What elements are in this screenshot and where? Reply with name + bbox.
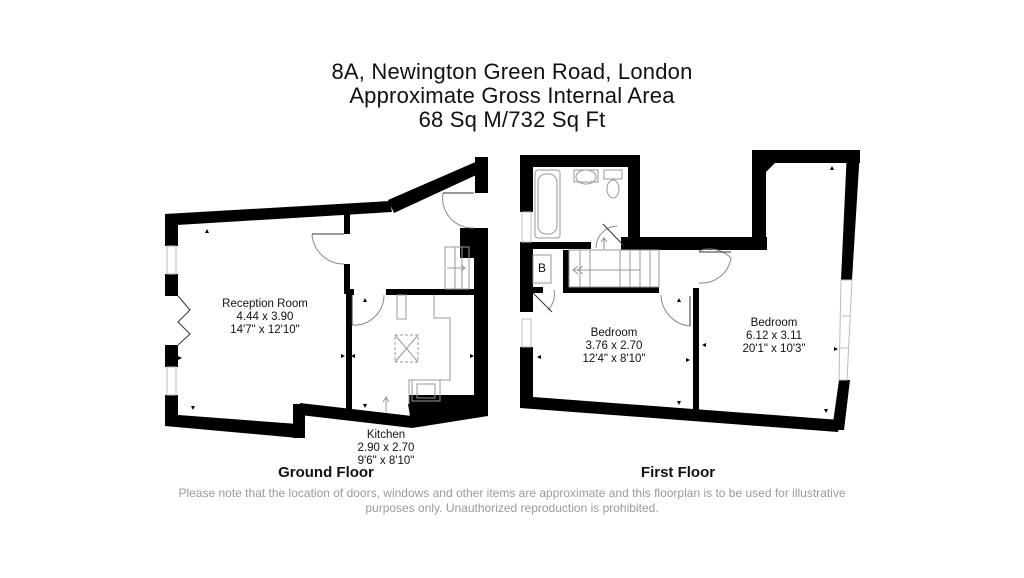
- room-imperial: 14'7" x 12'10": [230, 324, 300, 336]
- first-floor-walls: [520, 150, 860, 432]
- boiler-label: B: [537, 261, 546, 275]
- title-block: 8A, Newington Green Road, London Approxi…: [0, 60, 1024, 132]
- disclaimer: Please note that the location of doors, …: [0, 486, 1024, 516]
- first-floor-measure-markers: [537, 166, 838, 413]
- room-metric: 4.44 x 3.90: [236, 311, 294, 323]
- disclaimer-line-2: purposes only. Unauthorized reproduction…: [365, 501, 659, 515]
- ground-floor-measure-markers: [178, 229, 474, 410]
- french-doors-icon: [177, 295, 191, 346]
- room-imperial: 12'4" x 8'10": [582, 353, 646, 365]
- floor-label-first: First Floor: [640, 464, 716, 481]
- room-metric: 2.90 x 2.70: [357, 442, 415, 454]
- room-imperial: 9'6" x 8'10": [357, 455, 415, 467]
- room-label-bedroom-2: Bedroom 6.12 x 3.11 20'1" x 10'3": [724, 317, 824, 356]
- area-value: 68 Sq M/732 Sq Ft: [418, 107, 606, 132]
- first-floor-doors: [532, 223, 732, 327]
- first-floor-plan: [520, 150, 860, 432]
- disclaimer-line-1: Please note that the location of doors, …: [178, 486, 846, 500]
- first-floor-stairs: [568, 249, 660, 288]
- room-label-reception: Reception Room 4.44 x 3.90 14'7" x 12'10…: [205, 298, 325, 337]
- kitchen-fixtures: [382, 294, 451, 412]
- ground-floor-windows: [166, 245, 177, 396]
- room-name: Reception Room: [222, 298, 308, 310]
- room-label-bedroom-1: Bedroom 3.76 x 2.70 12'4" x 8'10": [564, 327, 664, 366]
- ground-floor-plan: [165, 157, 488, 438]
- room-imperial: 20'1" x 10'3": [742, 343, 806, 355]
- room-name: Bedroom: [590, 327, 638, 339]
- address-title: 8A, Newington Green Road, London: [331, 59, 693, 84]
- room-name: Bedroom: [750, 317, 798, 329]
- boiler-cupboard: [532, 254, 552, 284]
- floor-label-ground: Ground Floor: [278, 464, 374, 481]
- ground-floor-stairs: [444, 246, 470, 290]
- area-title: Approximate Gross Internal Area: [349, 83, 675, 108]
- bathroom-fixtures: [534, 169, 623, 239]
- room-label-kitchen: Kitchen 2.90 x 2.70 9'6" x 8'10": [336, 429, 436, 468]
- room-metric: 6.12 x 3.11: [745, 330, 803, 342]
- room-metric: 3.76 x 2.70: [585, 340, 643, 352]
- first-floor-windows: [521, 211, 853, 381]
- ground-floor-walls: [165, 157, 488, 438]
- room-name: Kitchen: [366, 429, 406, 441]
- ground-floor-doors: [311, 192, 475, 326]
